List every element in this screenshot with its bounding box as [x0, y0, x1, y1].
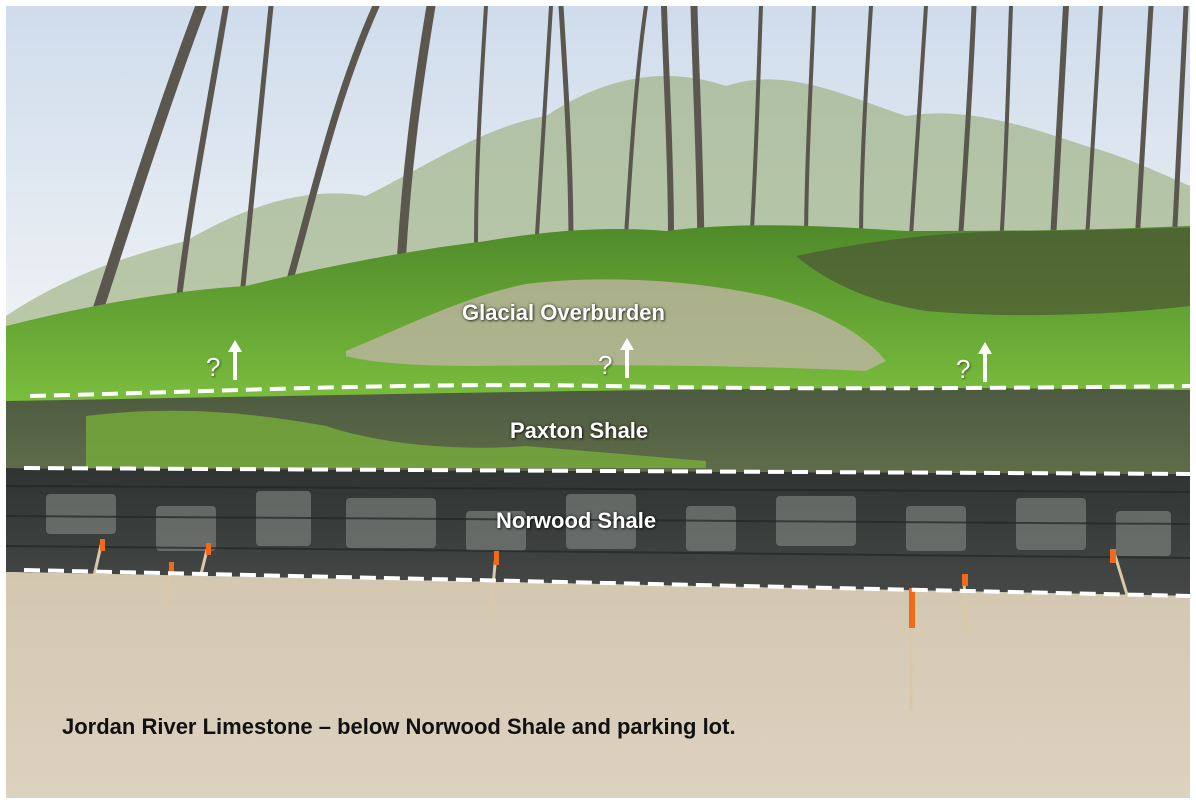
formation-boundaries — [23, 383, 1190, 598]
parking-lot — [6, 572, 1190, 798]
question-mark: ? — [598, 350, 613, 380]
label-paxton-shale: Paxton Shale — [510, 418, 649, 443]
label-glacial-overburden: Glacial Overburden — [462, 300, 665, 325]
outcrop-photo: Glacial Overburden Paxton Shale Norwood … — [6, 6, 1190, 798]
boundary-overburden-paxton — [29, 383, 1190, 398]
glacial-till-patch — [346, 279, 886, 371]
outcrop-scene — [6, 6, 1190, 798]
up-arrow-icon — [228, 340, 243, 380]
boundary-norwood-limestone — [23, 568, 1190, 598]
question-mark: ? — [956, 354, 971, 384]
woodland-shade — [796, 228, 1190, 316]
up-arrow-icon — [620, 338, 635, 378]
uncertain-contact-marker: ? — [956, 342, 993, 384]
question-mark: ? — [206, 352, 221, 382]
uncertain-contact-marker: ? — [598, 338, 635, 380]
boundary-paxton-norwood — [23, 466, 1190, 476]
paxton-grass-tufts — [86, 410, 706, 468]
stake-flags — [100, 539, 1116, 628]
up-arrow-icon — [978, 342, 993, 382]
photo-caption: Jordan River Limestone – below Norwood S… — [62, 714, 736, 739]
uncertain-contact-marker: ? — [206, 340, 243, 382]
norwood-bedding — [6, 485, 1190, 559]
label-norwood-shale: Norwood Shale — [496, 508, 657, 533]
